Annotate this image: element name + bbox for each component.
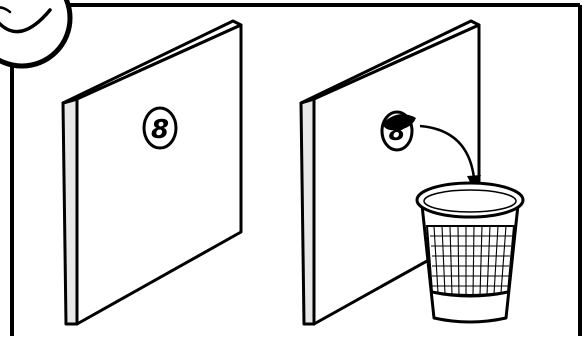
left-card-number: 8 [151,115,169,145]
left-card-face [77,25,241,324]
cup-rim-inner [424,190,516,212]
smiley-face-icon [0,0,70,66]
right-card-edge [301,99,314,324]
right-card-number: 8 [389,118,406,146]
left-card-edge [63,99,77,324]
cup-icon [417,183,523,322]
left-card-panel: 8 [63,21,241,324]
cup-mesh-band [427,226,514,296]
